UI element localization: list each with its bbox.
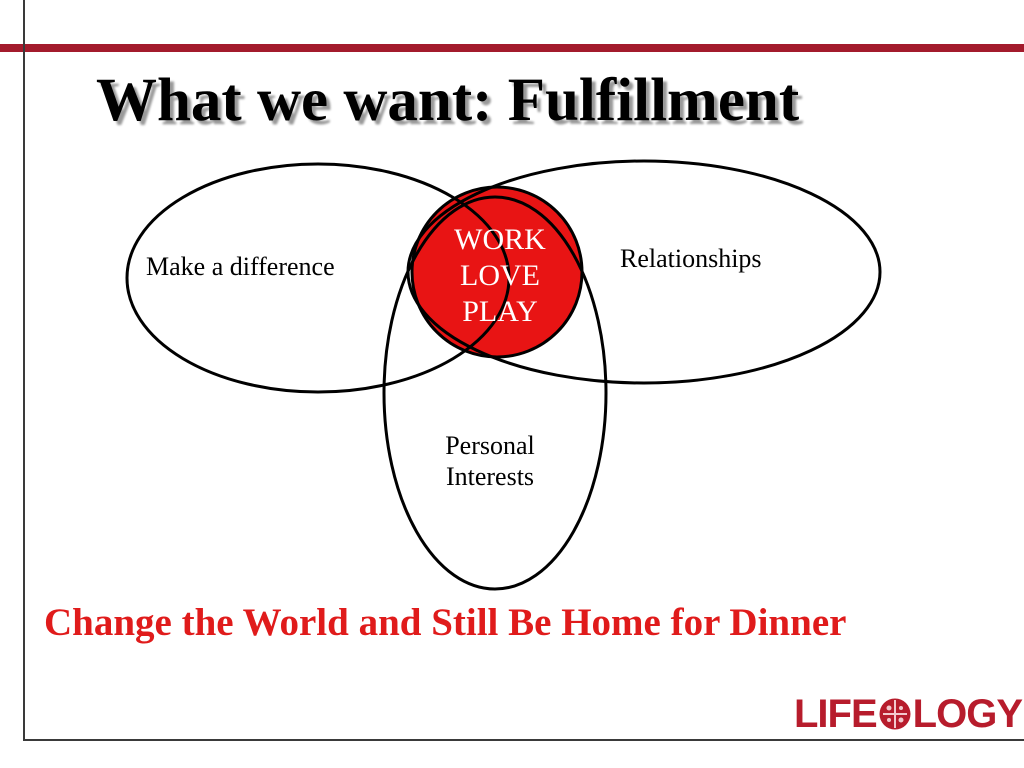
logo-text-right: LOGY	[912, 691, 1023, 736]
left-frame-line	[23, 0, 25, 741]
left-circle-label: Make a difference	[146, 252, 335, 281]
bottom-circle-label: Personal Interests	[410, 430, 570, 492]
bottom-frame-line	[23, 739, 1024, 741]
right-circle-label: Relationships	[620, 244, 762, 273]
bottom-circle-label-line1: Personal	[445, 431, 535, 460]
slide-tagline: Change the World and Still Be Home for D…	[44, 601, 847, 644]
slide-title: What we want: Fulfillment	[96, 67, 800, 134]
top-accent-bar	[0, 44, 1024, 52]
left-ellipse	[125, 162, 511, 394]
center-label-work: WORK	[454, 223, 546, 256]
lifeology-logo: LIFE LOGY	[794, 691, 1023, 736]
venn-diagram	[125, 159, 882, 591]
logo-text-left: LIFE	[794, 691, 878, 736]
center-label-love: LOVE	[460, 259, 540, 292]
bottom-ellipse	[382, 195, 608, 591]
center-label: WORK LOVE PLAY	[425, 222, 575, 330]
center-label-play: PLAY	[462, 295, 538, 328]
puzzle-globe-icon	[879, 698, 911, 730]
bottom-circle-label-line2: Interests	[445, 462, 535, 492]
